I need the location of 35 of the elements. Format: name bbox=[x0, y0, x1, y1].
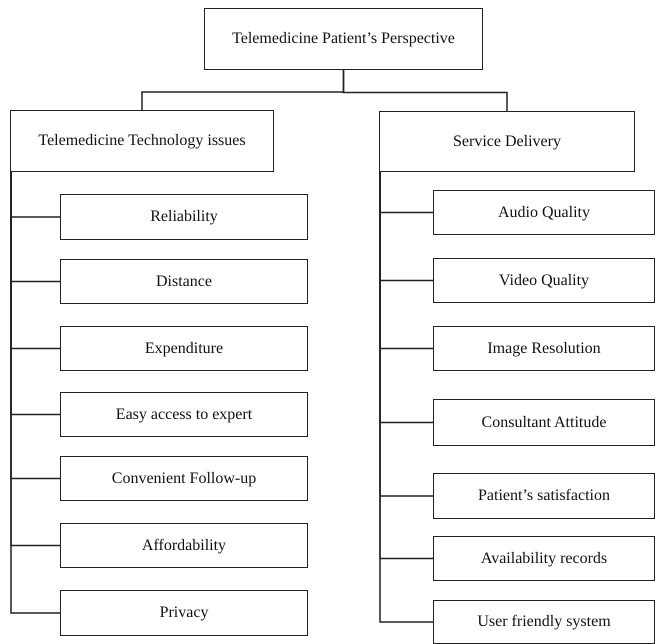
item-box bbox=[60, 194, 308, 240]
box-label: Service Delivery bbox=[453, 132, 561, 152]
box-label: Image Resolution bbox=[487, 338, 601, 358]
item-box bbox=[433, 258, 655, 303]
item-box bbox=[433, 600, 655, 644]
box-label: Distance bbox=[156, 272, 212, 292]
box-label: Video Quality bbox=[498, 270, 590, 290]
item-box bbox=[60, 456, 308, 501]
box-label: User friendly system bbox=[477, 612, 611, 632]
box-label: Telemedicine Technology issues bbox=[38, 131, 246, 151]
box-label: Availability records bbox=[480, 548, 608, 568]
item-box bbox=[433, 536, 655, 581]
item-box bbox=[60, 326, 308, 371]
category-box bbox=[379, 111, 635, 172]
box-label: Patient’s satisfaction bbox=[478, 486, 610, 506]
box-label: Telemedicine Patient’s Perspective bbox=[232, 29, 455, 49]
box-label: Consultant Attitude bbox=[482, 412, 606, 432]
item-box bbox=[433, 473, 655, 519]
box-label: Reliability bbox=[150, 207, 218, 227]
item-box bbox=[433, 326, 655, 371]
box-label: Affordability bbox=[142, 536, 226, 556]
category-box bbox=[10, 110, 274, 172]
item-box bbox=[60, 523, 308, 568]
item-box bbox=[60, 590, 308, 636]
connector-line bbox=[342, 70, 508, 111]
box-label: Privacy bbox=[160, 603, 208, 623]
item-box bbox=[60, 392, 308, 437]
box-label: Expenditure bbox=[144, 338, 224, 358]
box-label: Easy access to expert bbox=[116, 404, 252, 424]
item-box bbox=[433, 399, 655, 446]
item-box bbox=[60, 259, 308, 304]
root-box bbox=[204, 8, 483, 70]
item-box bbox=[433, 190, 655, 235]
box-label: Convenient Follow-up bbox=[112, 468, 256, 488]
box-label: Audio Quality bbox=[498, 202, 590, 222]
